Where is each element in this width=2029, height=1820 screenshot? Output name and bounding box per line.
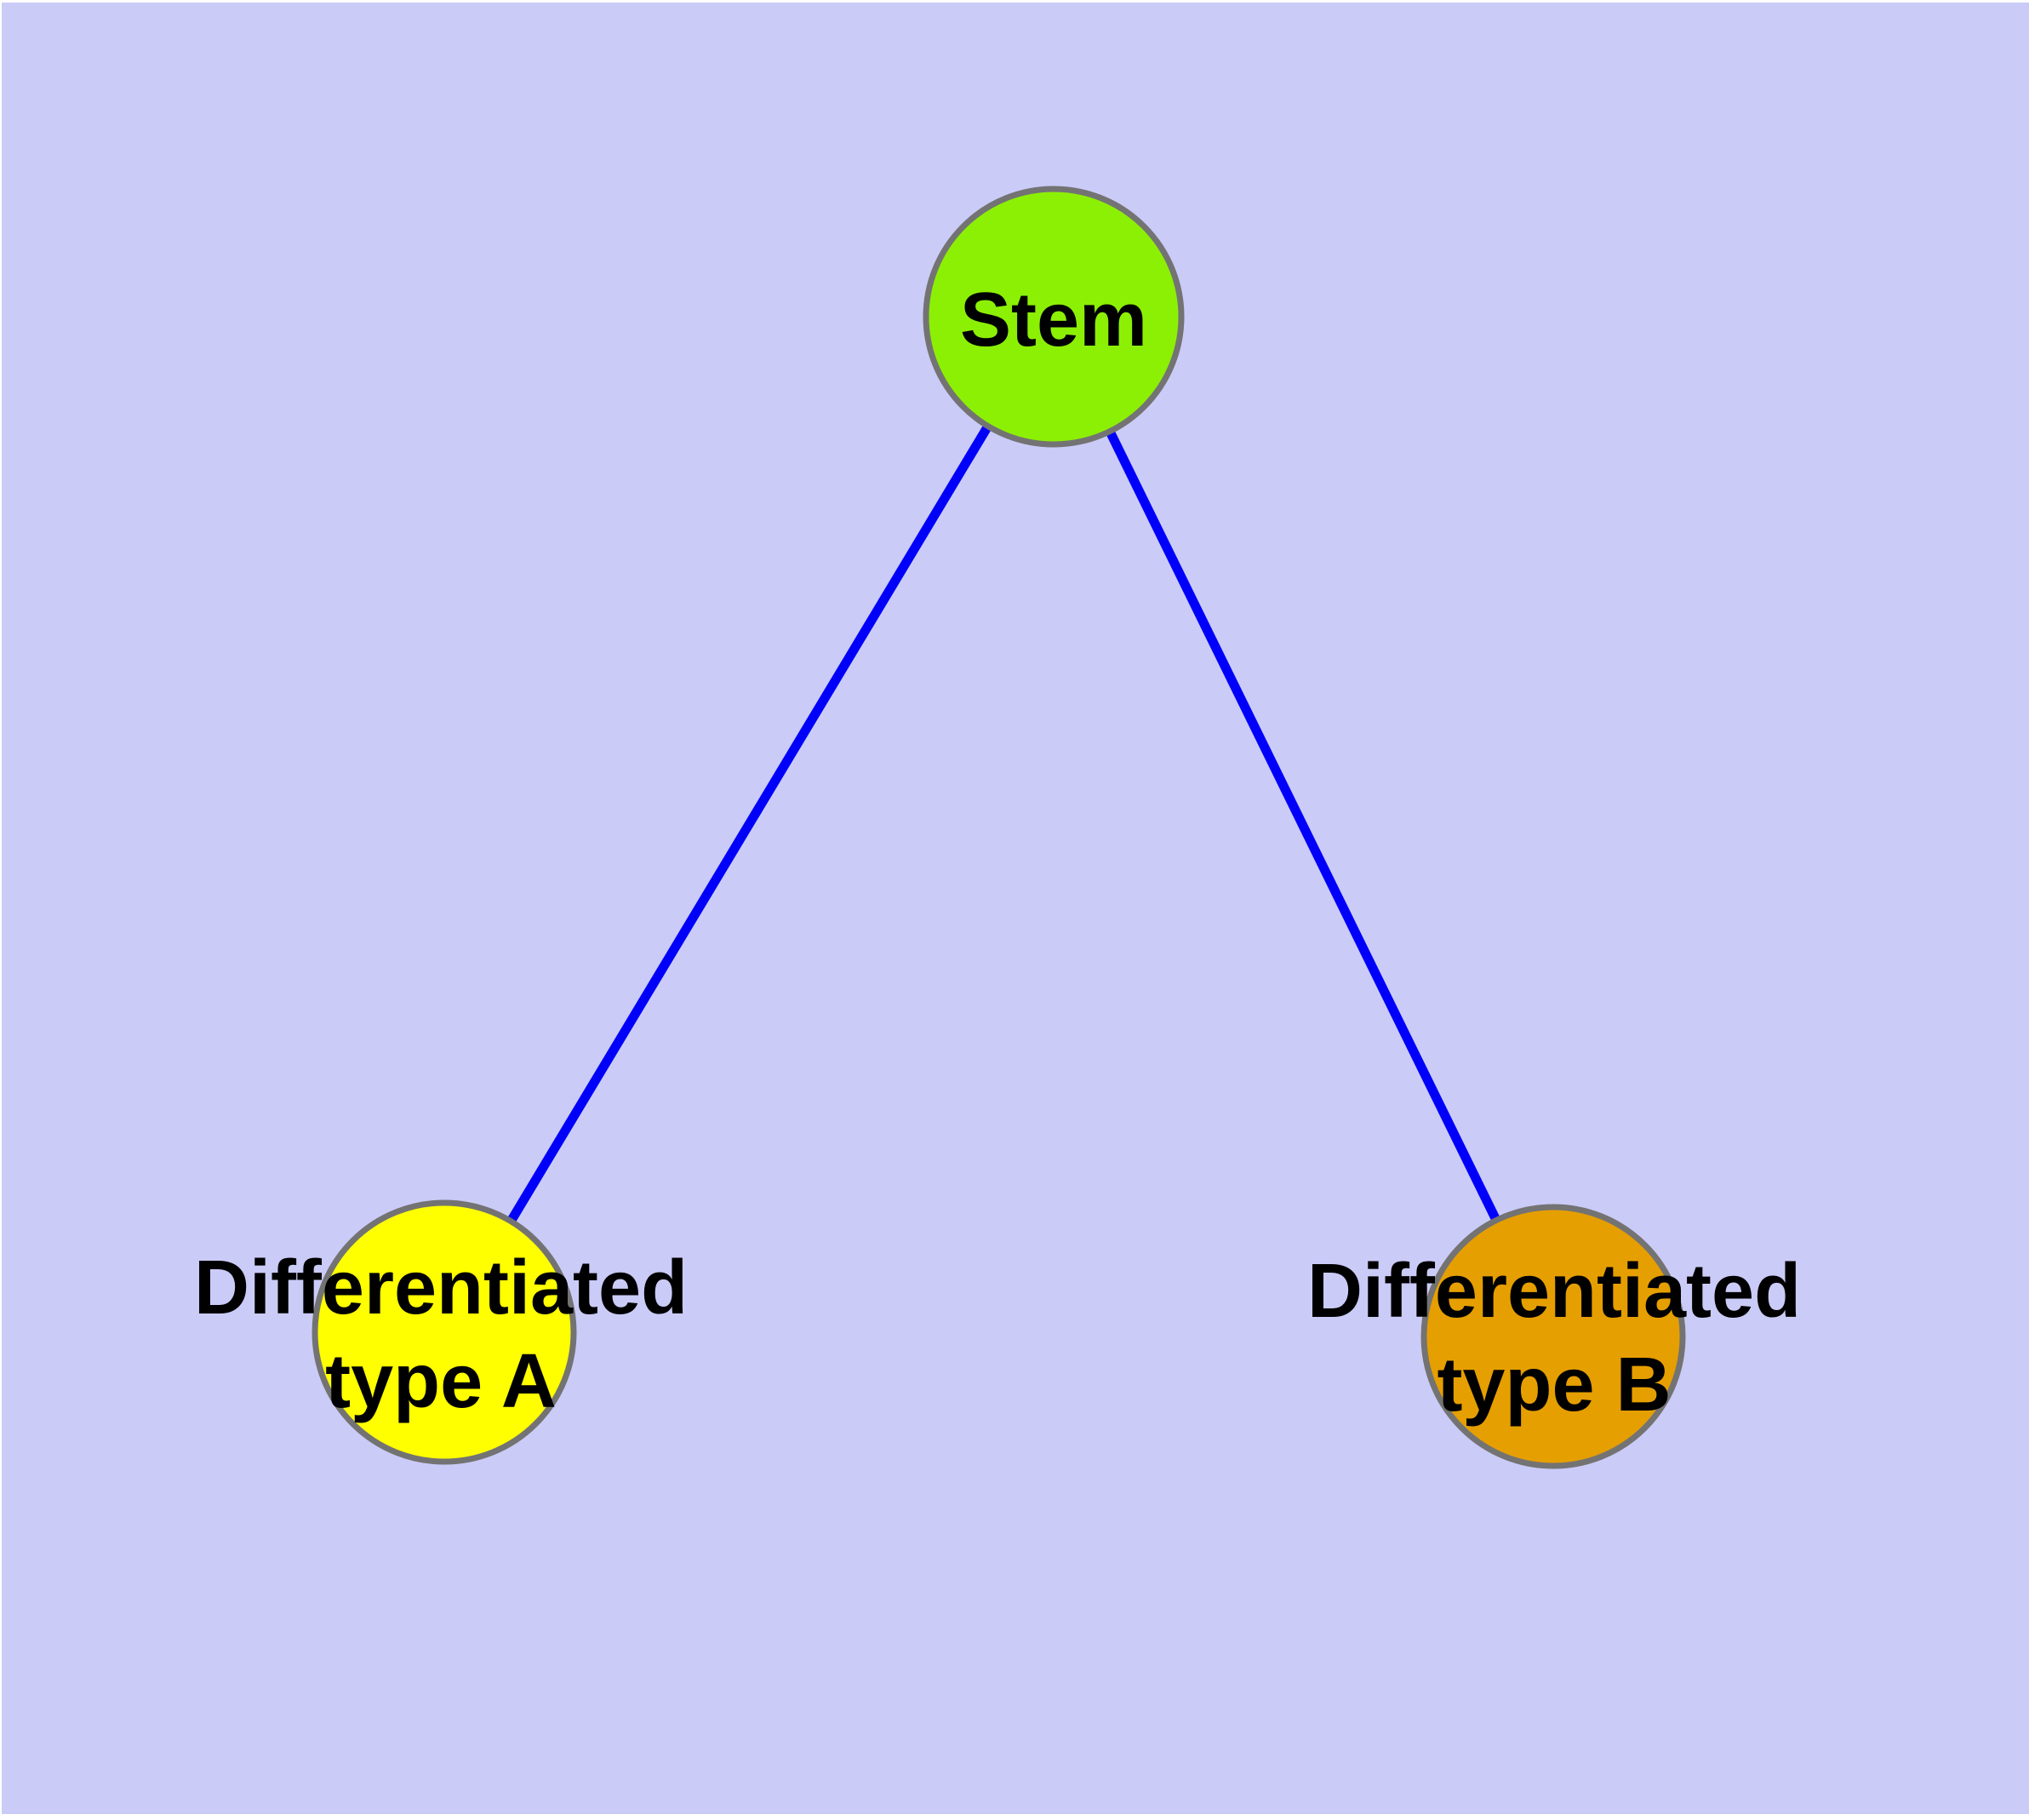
node-type-b [1420, 1204, 1686, 1469]
node-type-a-label-line2: type A [325, 1339, 557, 1424]
node-type-b-label-line2: type B [1437, 1342, 1672, 1428]
edge-stem-to-type-a [440, 314, 1058, 1335]
node-type-a-label-line1: Differentiated [193, 1245, 689, 1331]
node-stem-label: Stem [960, 273, 1147, 367]
node-type-a-label: Differentiated type A [194, 1241, 688, 1428]
node-type-a [311, 1199, 577, 1465]
edge-stem-to-type-b [1049, 314, 1557, 1339]
node-stem-label-text: Stem [959, 278, 1148, 363]
node-stem [923, 186, 1185, 448]
node-type-b-label: Differentiated type B [1307, 1245, 1801, 1432]
node-type-b-label-line1: Differentiated [1306, 1249, 1802, 1334]
